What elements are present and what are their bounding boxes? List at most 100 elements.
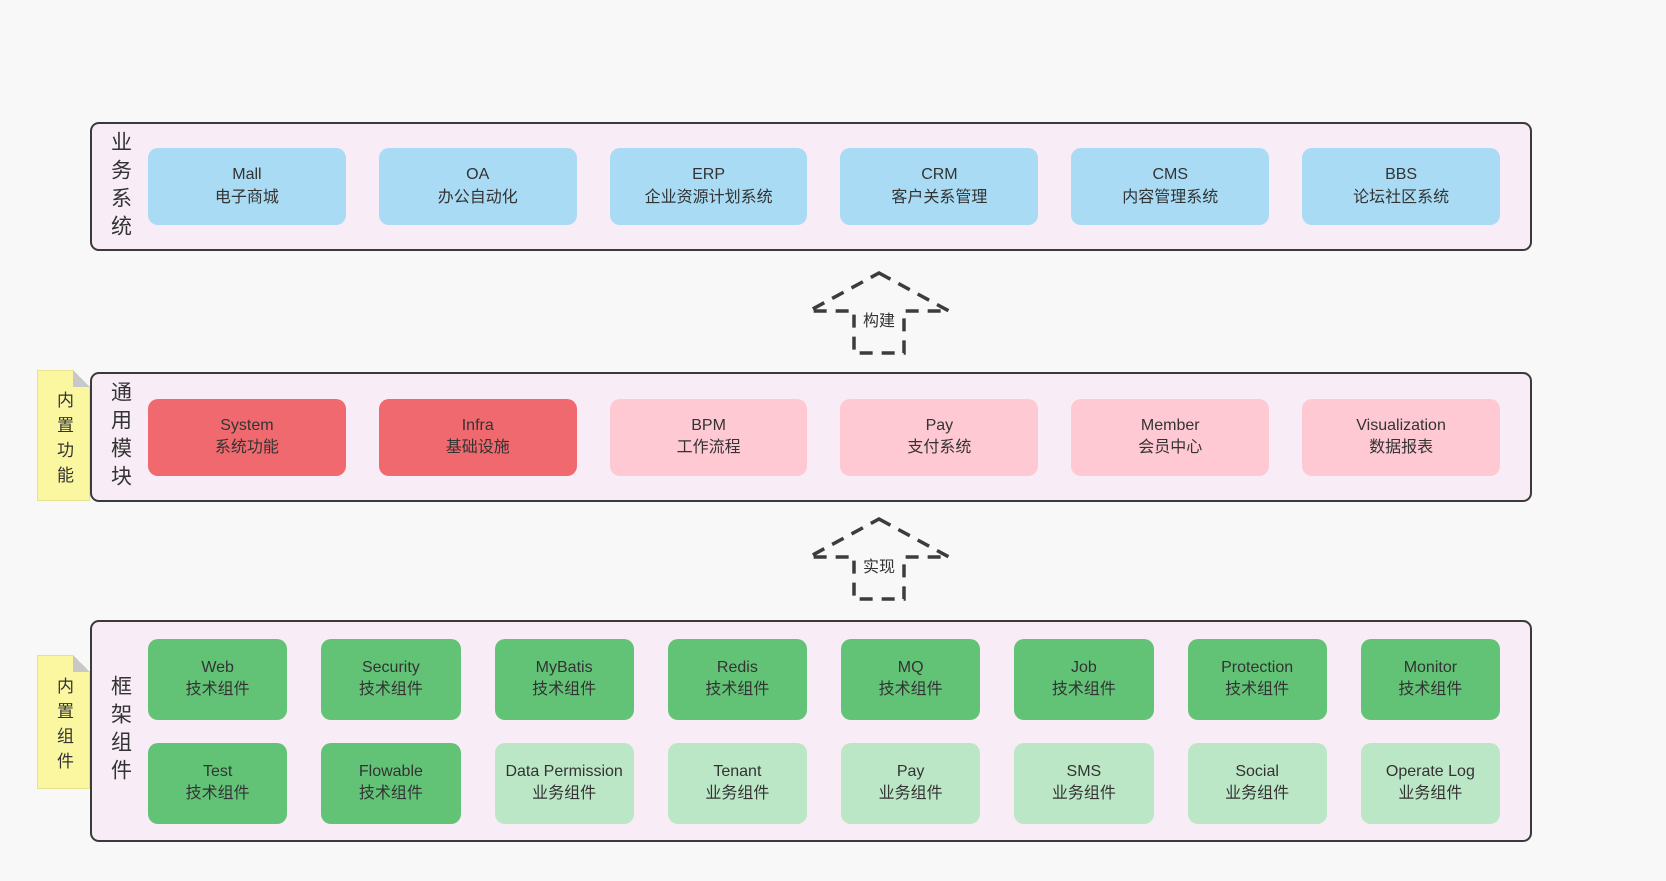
box-member: Member 会员中心 — [1071, 398, 1270, 476]
box-subtitle: 技术组件 — [358, 681, 423, 698]
build-arrow: 构建 — [806, 270, 952, 356]
section-common-modules: 通用模块 System 系统功能 Infra 基础设施 BPM 工作流程 Pay 支付系统 Me… — [90, 372, 1532, 502]
box-title: Protection — [1221, 659, 1294, 677]
box-job: Job 技术组件 — [1014, 638, 1154, 720]
box-title: SMS — [1066, 763, 1102, 781]
box-title: Flowable — [358, 763, 423, 781]
box-security: Security 技术组件 — [321, 638, 461, 720]
box-subtitle: 论坛社区系统 — [1353, 188, 1450, 206]
sticky-note-text: 内置组件 — [54, 677, 73, 777]
box-title: Member — [1140, 416, 1200, 434]
box-title: CRM — [921, 166, 958, 184]
box-title: Pay — [896, 763, 925, 781]
box-flowable: Flowable 技术组件 — [321, 742, 461, 824]
box-subtitle: 客户关系管理 — [891, 188, 988, 206]
box-title: OA — [466, 166, 490, 184]
box-title: Infra — [461, 416, 494, 434]
sticky-note-text: 内置功能 — [54, 390, 73, 491]
box-title: Data Permission — [505, 763, 623, 781]
box-crm: CRM 客户关系管理 — [840, 148, 1039, 225]
box-subtitle: 基础设施 — [445, 439, 510, 456]
note-fold-corner-icon — [73, 370, 90, 387]
box-bpm: BPM 工作流程 — [609, 398, 808, 476]
box-title: Operate Log — [1385, 763, 1475, 781]
section-label: 通用模块 — [108, 381, 132, 493]
box-title: Redis — [716, 659, 758, 677]
box-system: System 系统功能 — [148, 398, 346, 476]
box-subtitle: 内容管理系统 — [1122, 188, 1219, 206]
box-mq: MQ 技术组件 — [841, 638, 981, 720]
box-operate-log: Operate Log 业务组件 — [1360, 742, 1500, 824]
common-modules-box-grid: System 系统功能 Infra 基础设施 BPM 工作流程 Pay 支付系统 Member 会… — [148, 374, 1530, 500]
box-subtitle: 技术组件 — [1398, 681, 1463, 698]
sticky-note-builtin-features: 内置功能 — [37, 370, 90, 501]
box-subtitle: 电子商城 — [214, 188, 279, 206]
box-subtitle: 技术组件 — [532, 681, 597, 698]
box-bbs: BBS 论坛社区系统 — [1302, 148, 1500, 225]
box-subtitle: 技术组件 — [705, 681, 770, 698]
implement-arrow: 实现 — [806, 516, 952, 602]
business-systems-box-grid: Mall 电子商城 OA 办公自动化 ERP 企业资源计划系统 CRM 客户关系管理 CMS 内容… — [148, 124, 1530, 249]
box-pay: Pay 支付系统 — [840, 398, 1039, 476]
note-fold-corner-icon — [73, 655, 90, 672]
section-label: 框架组件 — [108, 675, 132, 787]
box-subtitle: 业务组件 — [532, 785, 597, 802]
section-label: 业务系统 — [108, 130, 132, 243]
box-redis: Redis 技术组件 — [667, 638, 807, 720]
box-visualization: Visualization 数据报表 — [1302, 398, 1500, 476]
box-title: ERP — [692, 166, 726, 184]
box-subtitle: 业务组件 — [1051, 785, 1116, 802]
box-protection: Protection 技术组件 — [1187, 638, 1327, 720]
box-subtitle: 技术组件 — [878, 681, 943, 698]
box-subtitle: 业务组件 — [705, 785, 770, 802]
section-label-wrap: 业务系统 — [92, 124, 148, 249]
section-label-wrap: 通用模块 — [92, 374, 148, 500]
box-subtitle: 系统功能 — [214, 439, 279, 456]
box-title: Security — [361, 659, 420, 677]
box-subtitle: 办公自动化 — [437, 188, 518, 206]
box-subtitle: 会员中心 — [1138, 439, 1203, 456]
section-business-systems: 业务系统 Mall 电子商城 OA 办公自动化 ERP 企业资源计划系统 CRM 客户关系管理… — [90, 122, 1532, 251]
box-subtitle: 工作流程 — [676, 439, 741, 456]
box-sms: SMS 业务组件 — [1014, 742, 1154, 824]
box-pay: Pay 业务组件 — [841, 742, 981, 824]
box-subtitle: 支付系统 — [907, 439, 972, 456]
box-title: Test — [202, 763, 233, 781]
arrow-label: 构建 — [858, 306, 900, 332]
box-subtitle: 技术组件 — [1225, 681, 1290, 698]
box-subtitle: 技术组件 — [1051, 681, 1116, 698]
box-subtitle: 业务组件 — [878, 785, 943, 802]
box-web: Web 技术组件 — [148, 638, 288, 720]
box-subtitle: 技术组件 — [185, 681, 250, 698]
box-title: Web — [201, 659, 234, 677]
box-subtitle: 企业资源计划系统 — [644, 188, 773, 206]
box-title: BPM — [691, 416, 726, 434]
box-title: BBS — [1385, 166, 1418, 184]
box-title: Visualization — [1356, 416, 1446, 434]
box-title: Monitor — [1403, 659, 1458, 677]
box-title: MQ — [897, 659, 924, 677]
box-subtitle: 技术组件 — [358, 785, 423, 802]
box-data-permission: Data Permission 业务组件 — [494, 742, 634, 824]
box-subtitle: 业务组件 — [1398, 785, 1463, 802]
box-mybatis: MyBatis 技术组件 — [494, 638, 634, 720]
box-title: Social — [1235, 763, 1279, 781]
box-social: Social 业务组件 — [1187, 742, 1327, 824]
box-title: System — [220, 416, 274, 434]
box-subtitle: 业务组件 — [1225, 785, 1290, 802]
box-title: Job — [1070, 659, 1097, 677]
box-subtitle: 数据报表 — [1369, 439, 1434, 456]
box-title: MyBatis — [535, 659, 593, 677]
box-title: Mall — [232, 166, 262, 184]
box-title: Pay — [925, 416, 954, 434]
box-oa: OA 办公自动化 — [378, 148, 577, 225]
section-label-wrap: 框架组件 — [92, 622, 148, 840]
box-title: CMS — [1152, 166, 1189, 184]
arrow-label: 实现 — [858, 552, 900, 578]
box-infra: Infra 基础设施 — [378, 398, 577, 476]
